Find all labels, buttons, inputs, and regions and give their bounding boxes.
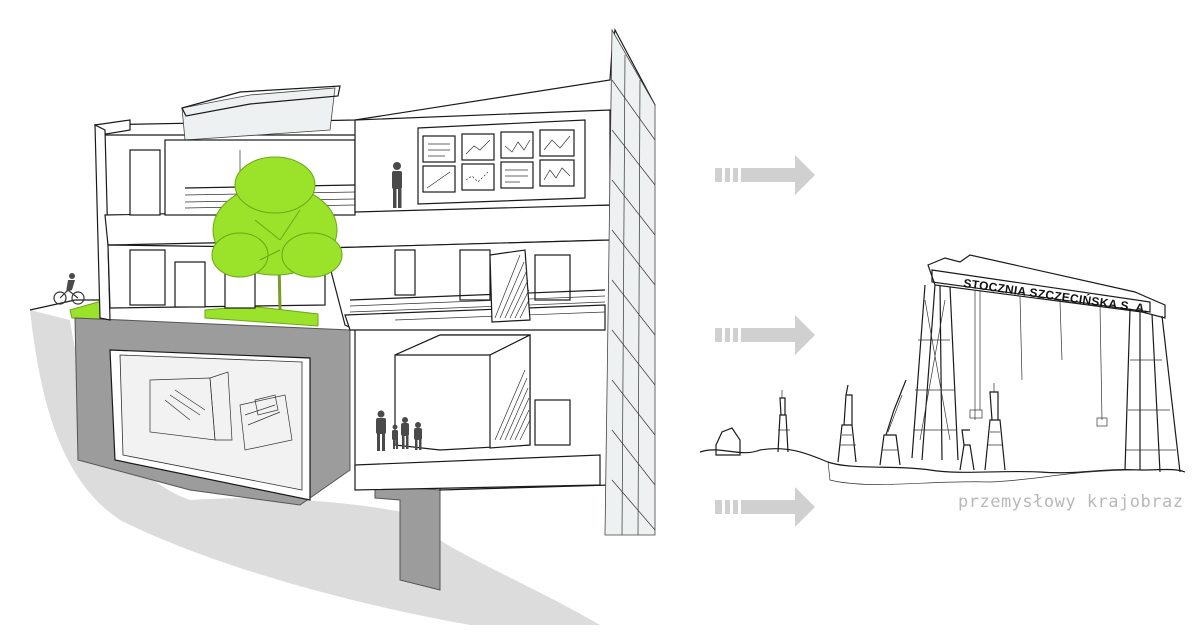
green-roof-courtyard [204, 305, 319, 327]
cyclist-icon [53, 273, 85, 305]
shipyard-skyline: STOCZNIA SZCZECIŃSKA S. A. [699, 254, 1186, 485]
basement-block [74, 317, 351, 506]
arrow-2 [715, 315, 815, 355]
ground-shadow [30, 310, 600, 625]
lower-staircase [494, 369, 531, 441]
crane-icon [837, 384, 857, 463]
crane-icon [959, 429, 975, 471]
crane-icon [984, 383, 1006, 471]
terrain-edge [29, 299, 105, 311]
crane-icon [879, 379, 907, 466]
glass-facade [604, 28, 656, 536]
tree-icon [211, 156, 343, 311]
arrow-1 [715, 155, 815, 195]
caption-label: przemysłowy krajobraz [958, 492, 1184, 512]
person-icon [376, 162, 422, 451]
crane-icon [777, 390, 790, 453]
gantry-sign-label: STOCZNIA SZCZECIŃSKA S. A. [963, 275, 1150, 316]
bridge-railing [349, 289, 606, 321]
gantry-crane [911, 254, 1181, 473]
arrow-3 [715, 487, 815, 527]
upper-staircase [489, 249, 531, 323]
chart-board-icon [422, 129, 575, 193]
